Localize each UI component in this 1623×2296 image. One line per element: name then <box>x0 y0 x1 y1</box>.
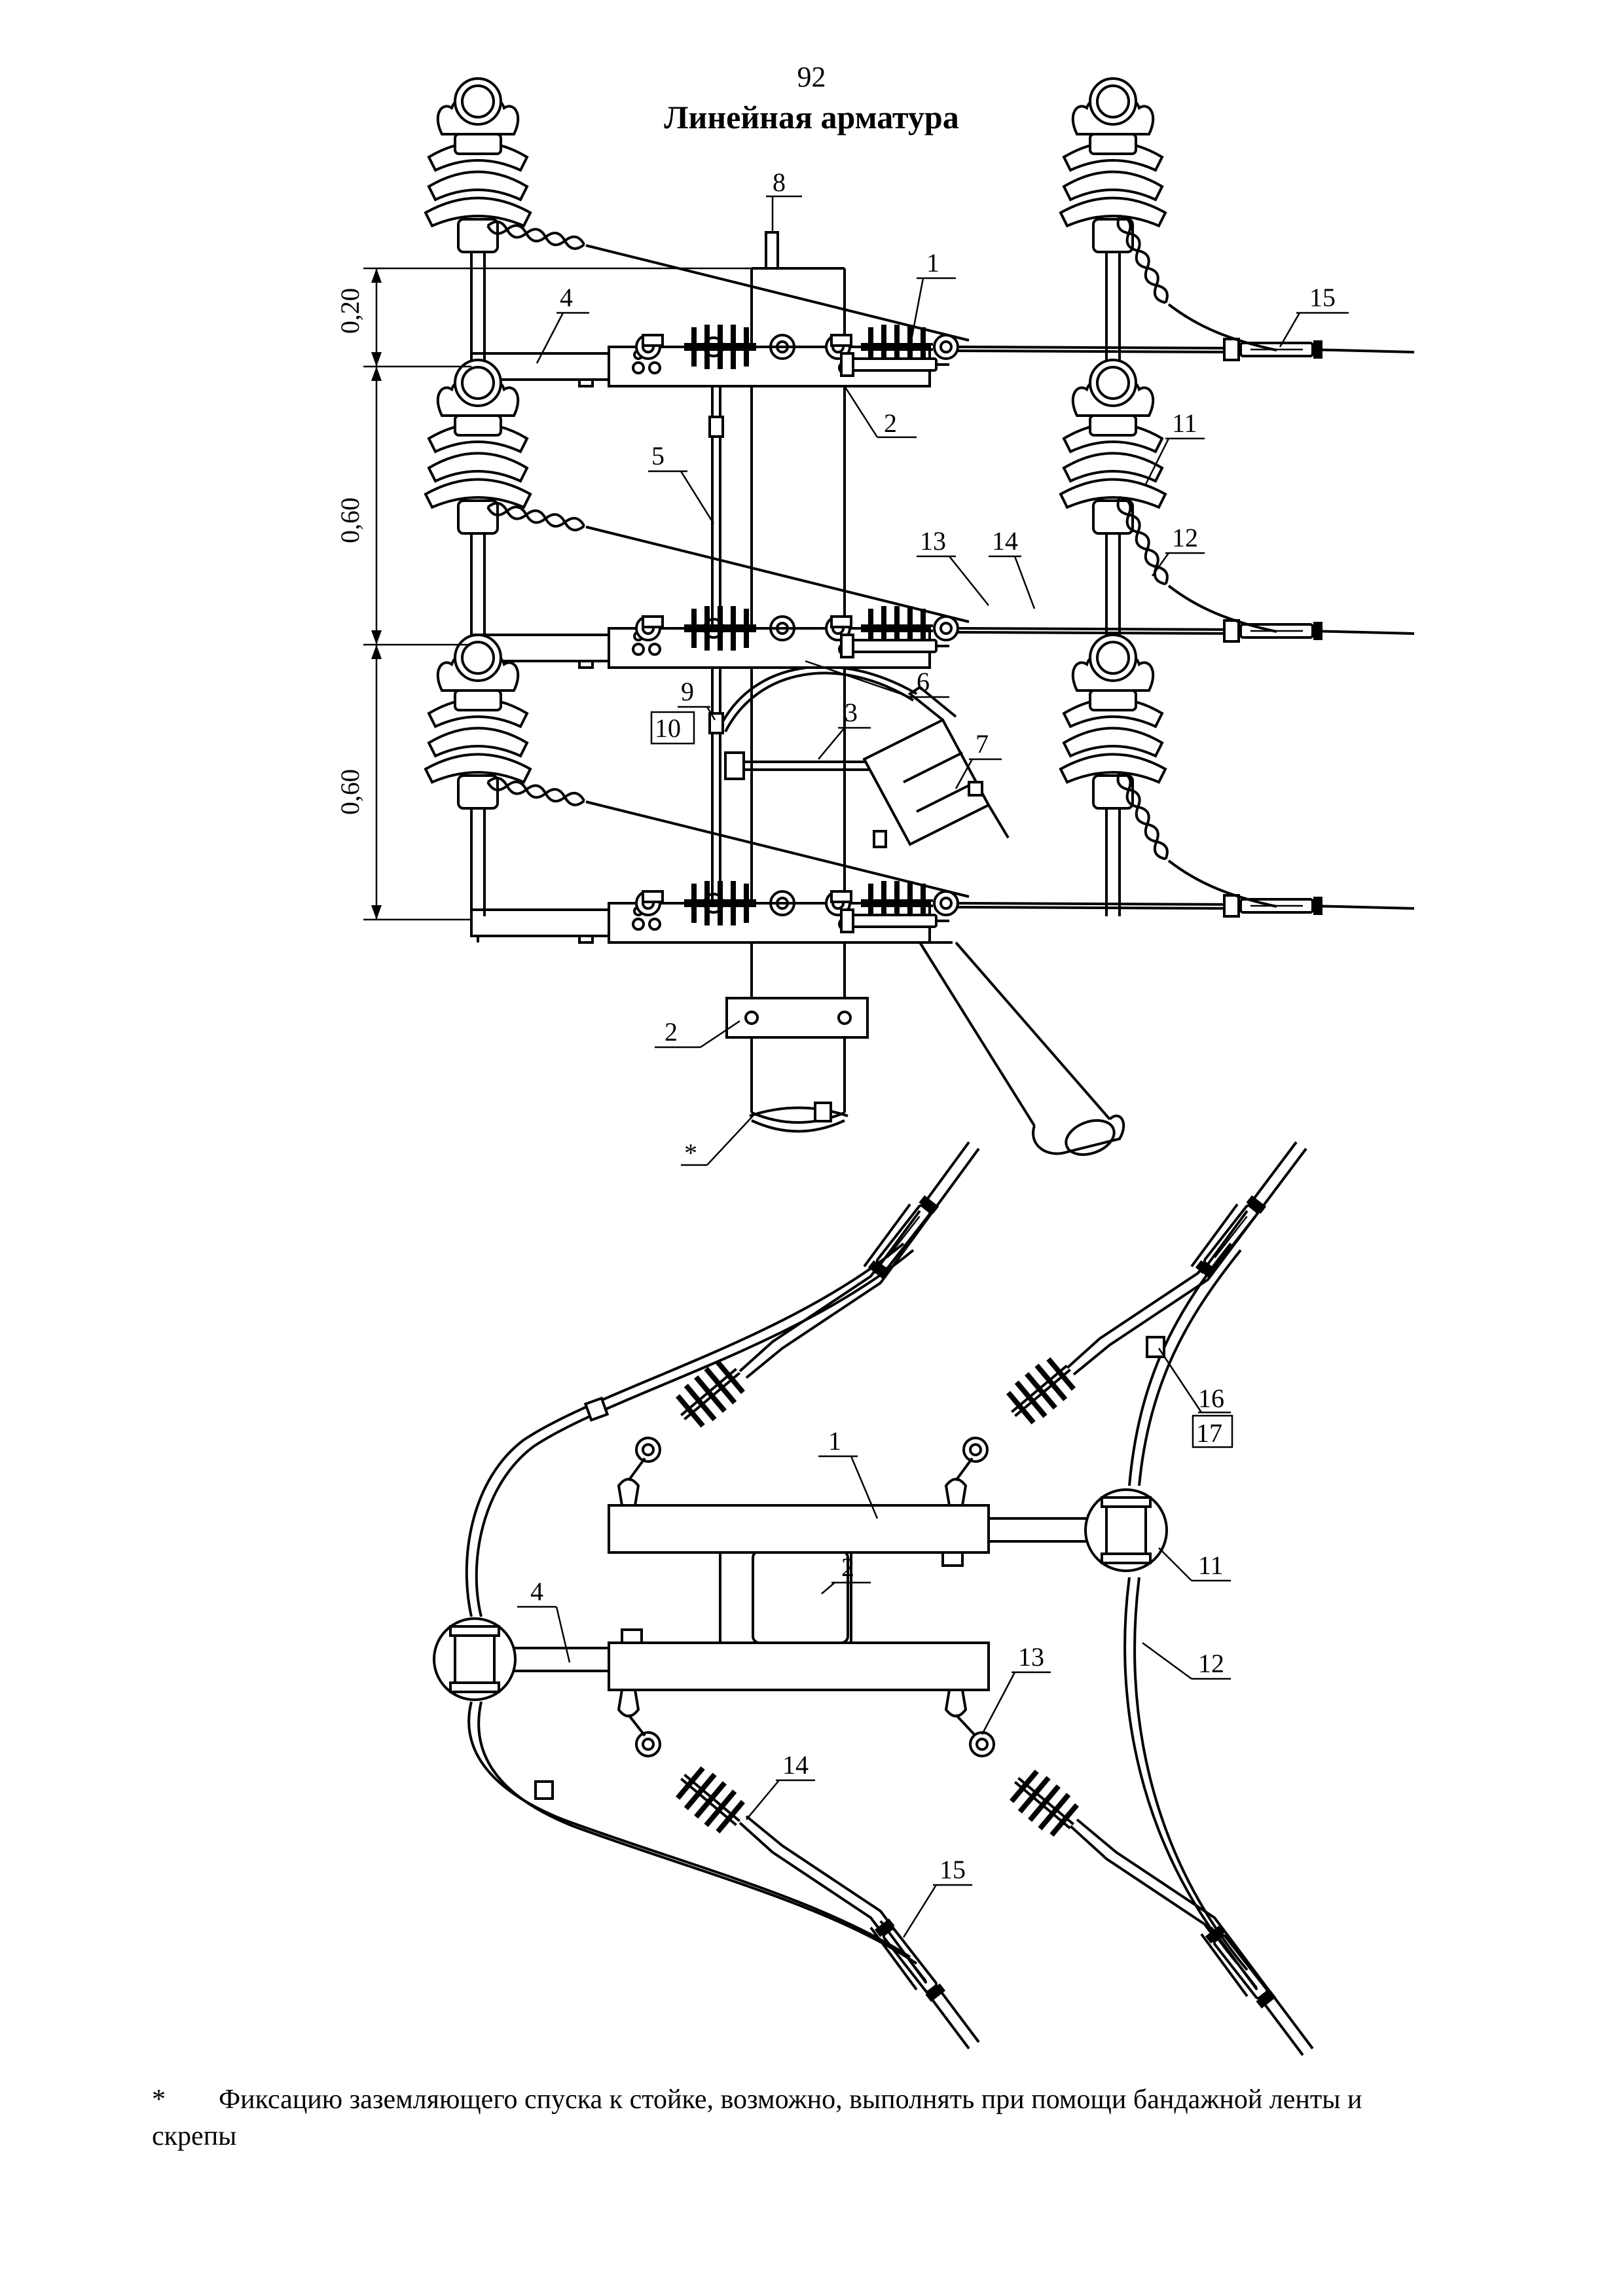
callout-12-plan: 12 <box>1198 1649 1224 1678</box>
callout-2-lower: 2 <box>665 1017 678 1047</box>
callout-1-plan: 1 <box>828 1426 841 1456</box>
callout-17: 17 <box>1196 1418 1222 1448</box>
callout-8: 8 <box>773 168 786 197</box>
callout-11-plan: 11 <box>1198 1551 1224 1580</box>
callout-5: 5 <box>651 441 665 471</box>
callout-6: 6 <box>917 667 930 696</box>
callout-15-plan: 15 <box>939 1855 966 1884</box>
page-number: 92 <box>797 61 826 93</box>
footnote-mark: * <box>152 2085 166 2115</box>
dim-020: 0,20 <box>335 288 365 334</box>
callout-9: 9 <box>681 677 694 706</box>
callout-2: 2 <box>884 408 897 438</box>
page-title: Линейная арматура <box>664 99 959 135</box>
callout-10: 10 <box>655 713 681 743</box>
callout-15: 15 <box>1309 283 1336 312</box>
callout-4-plan: 4 <box>530 1577 543 1606</box>
callout-13-plan: 13 <box>1018 1642 1044 1672</box>
callout-12: 12 <box>1172 523 1198 552</box>
callout-3: 3 <box>845 698 858 727</box>
footnote-text: Фиксацию заземляющего спуска к стойке, в… <box>152 2085 1362 2151</box>
callout-4: 4 <box>560 283 573 312</box>
callout-7: 7 <box>976 729 989 759</box>
callout-2-plan: 2 <box>841 1552 854 1582</box>
callout-14: 14 <box>992 526 1018 556</box>
callout-asterisk: * <box>684 1138 697 1168</box>
callout-14-plan: 14 <box>782 1750 809 1780</box>
footnote: *Фиксацию заземляющего спуска к стойке, … <box>152 2081 1448 2155</box>
callout-13: 13 <box>920 526 946 556</box>
dim-060-upper: 0,60 <box>335 497 365 543</box>
dim-060-lower: 0,60 <box>335 769 365 815</box>
callout-1: 1 <box>926 248 939 278</box>
callout-16: 16 <box>1198 1384 1224 1413</box>
callout-11: 11 <box>1172 408 1197 438</box>
